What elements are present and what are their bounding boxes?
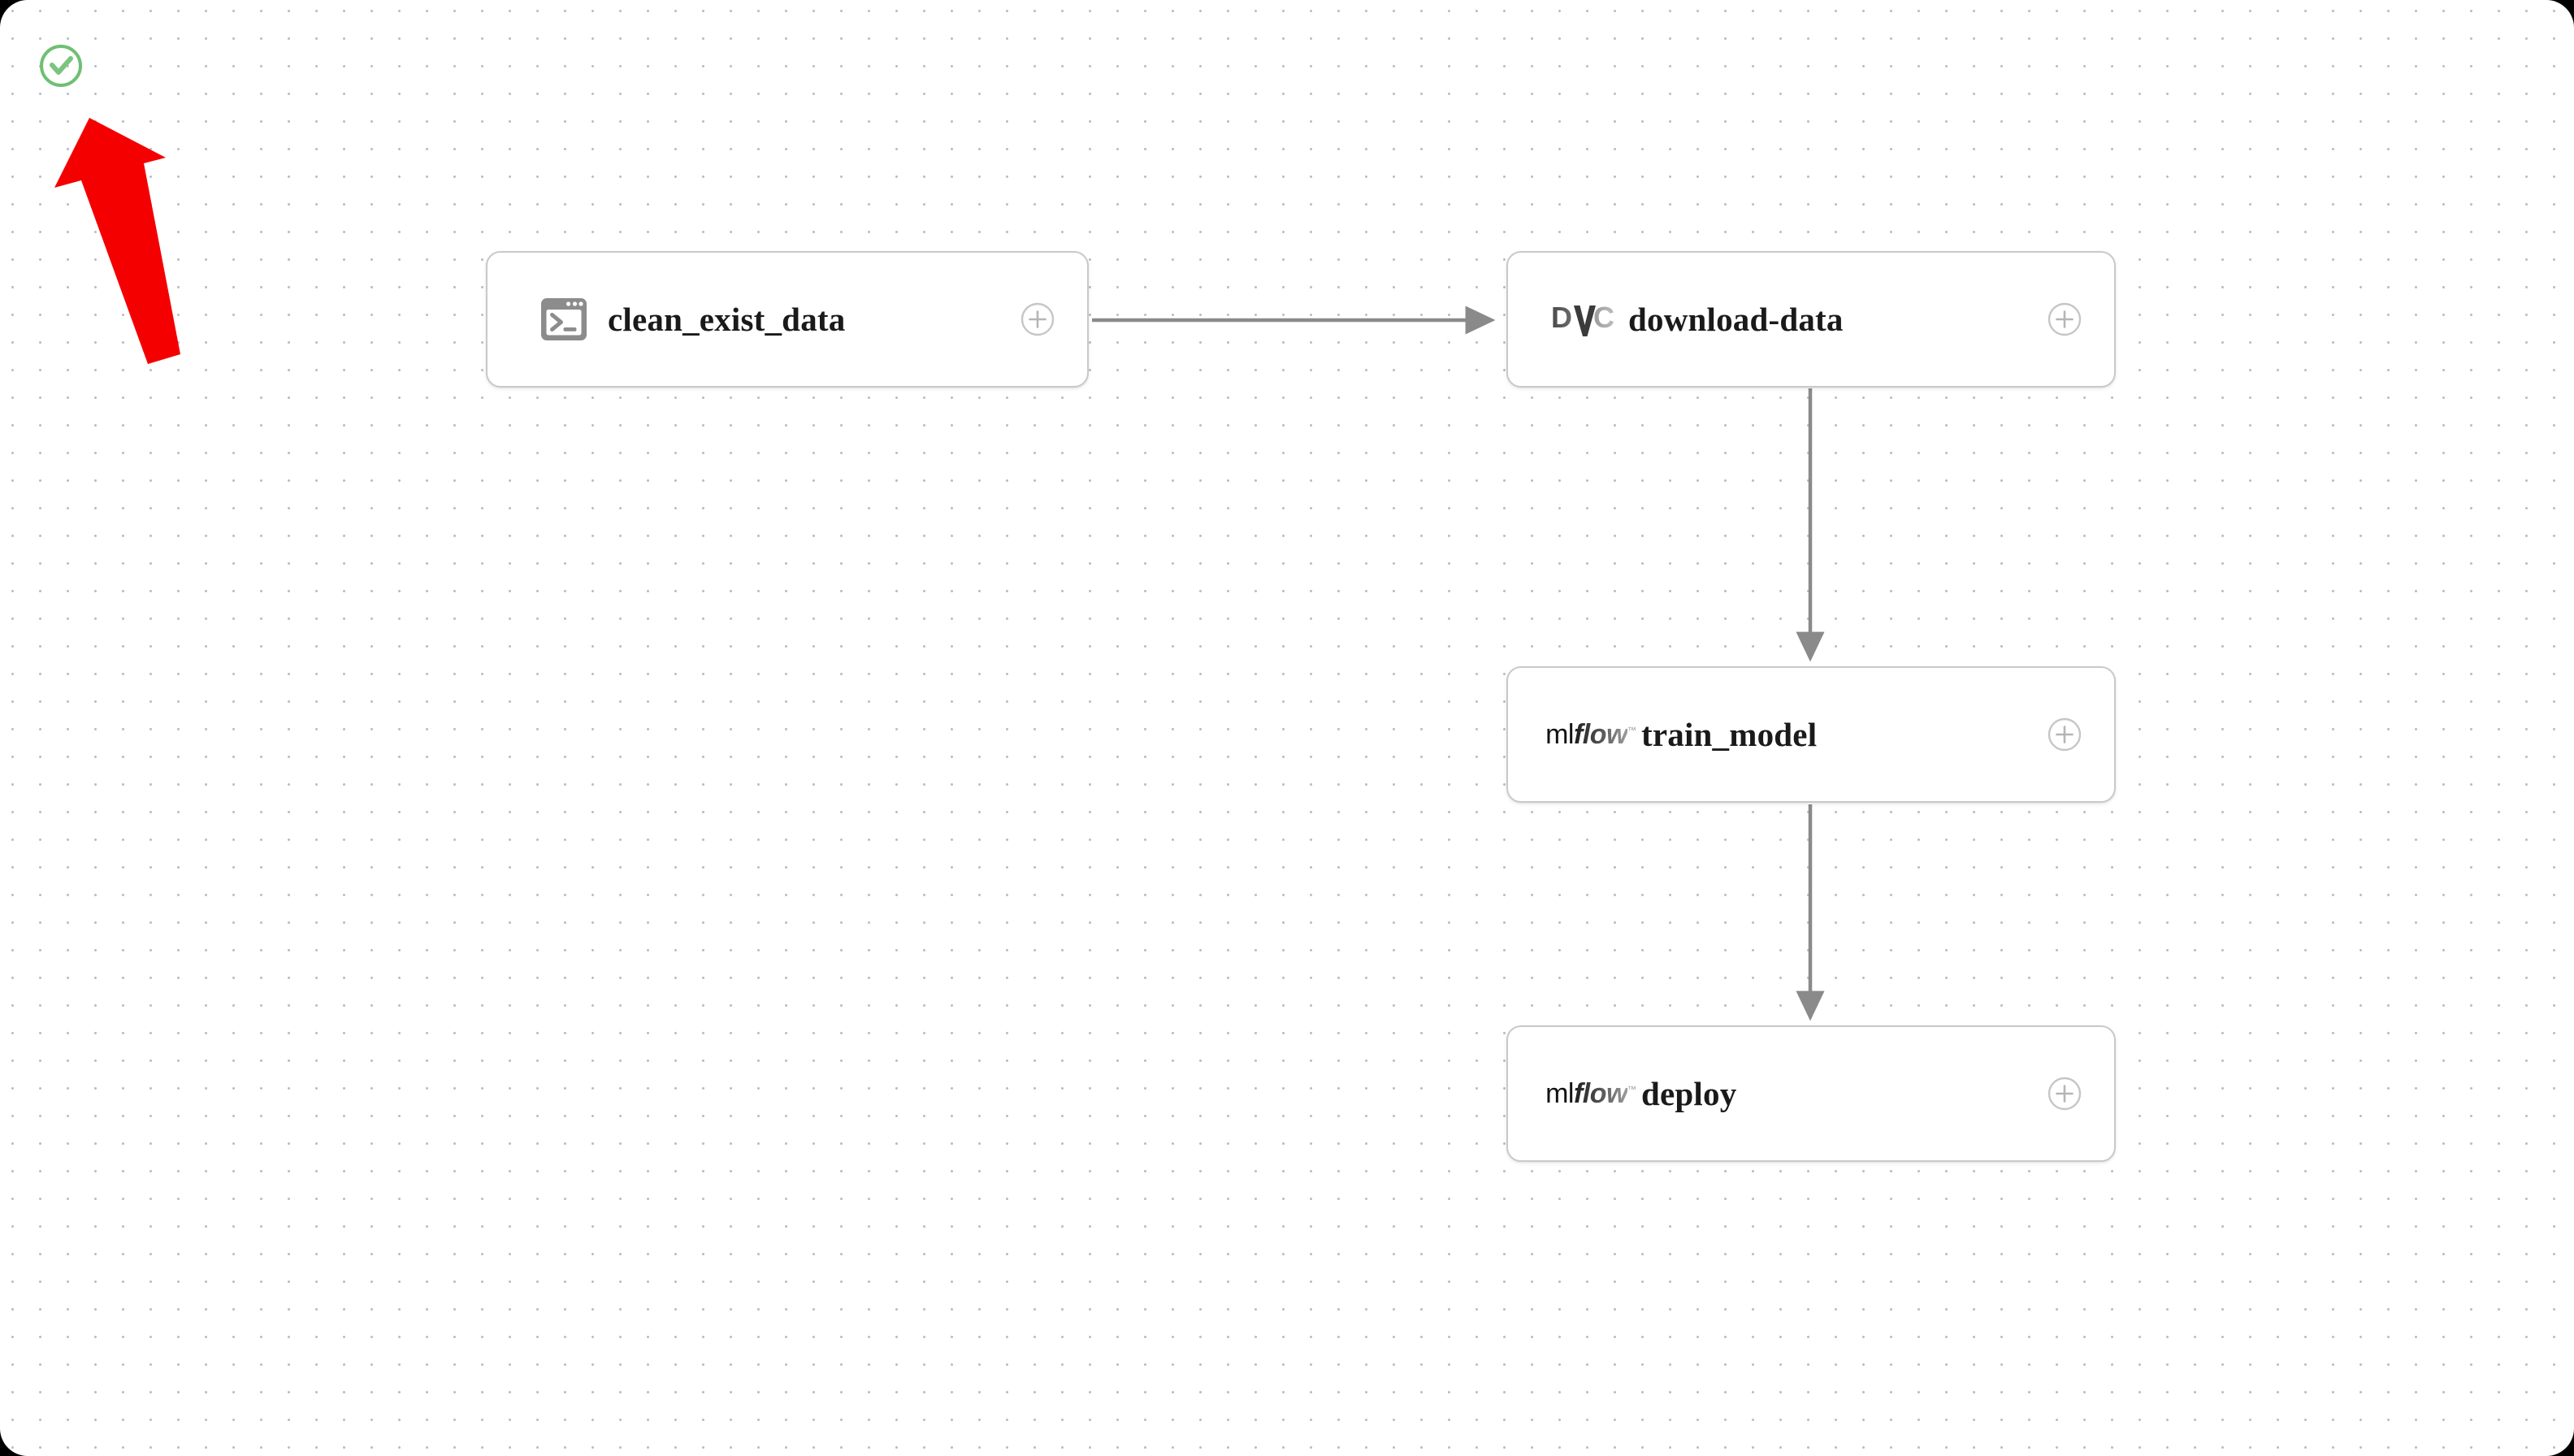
mlflow-logo-icon: mlflow™	[1545, 708, 1636, 760]
mlflow-flow-text: flow	[1573, 1078, 1627, 1109]
mlflow-ml-text: ml	[1545, 719, 1574, 750]
node-train-model[interactable]: mlflow™ train_model	[1506, 666, 2116, 803]
node-download-data[interactable]: D C download-data	[1506, 251, 2116, 388]
mlflow-logo-icon: mlflow™	[1545, 1068, 1636, 1120]
add-node-button[interactable]	[1019, 301, 1056, 338]
dvc-logo-icon: D C	[1545, 293, 1623, 345]
node-label: train_model	[1641, 716, 1818, 753]
add-node-button[interactable]	[2046, 301, 2083, 338]
node-label: deploy	[1641, 1075, 1737, 1112]
mlflow-ml-text: ml	[1545, 1078, 1574, 1109]
green-check-circle-icon	[37, 42, 84, 89]
node-deploy[interactable]: mlflow™ deploy	[1506, 1025, 2116, 1162]
add-node-button[interactable]	[2046, 1075, 2083, 1112]
add-node-button[interactable]	[2046, 716, 2083, 753]
mlflow-flow-text: flow	[1573, 719, 1627, 750]
mlflow-tm-mark: ™	[1627, 1085, 1636, 1095]
svg-text:D: D	[1551, 301, 1572, 334]
mlflow-tm-mark: ™	[1627, 726, 1636, 736]
terminal-icon	[525, 293, 603, 345]
node-label: download-data	[1628, 301, 1844, 338]
node-clean-exist-data[interactable]: clean_exist_data	[486, 251, 1089, 388]
svg-text:C: C	[1593, 301, 1614, 334]
node-label: clean_exist_data	[608, 301, 846, 338]
red-cursor-arrow-icon	[50, 96, 180, 372]
